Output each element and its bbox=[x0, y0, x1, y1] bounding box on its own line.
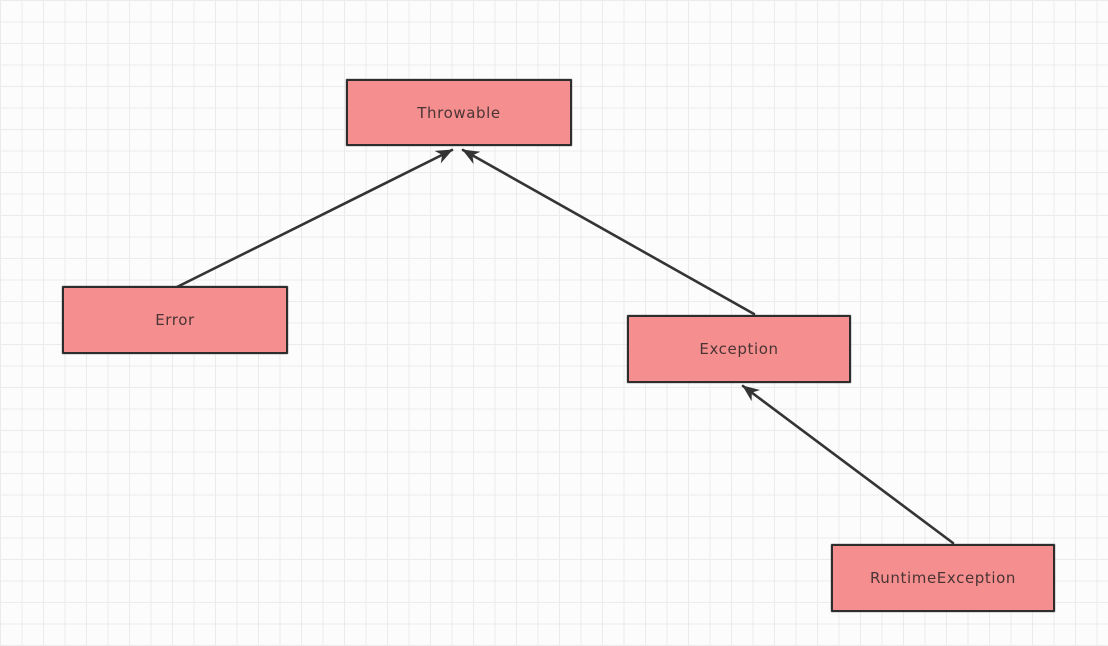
edge-error-to-throwable bbox=[175, 148, 454, 289]
node-error[interactable]: Error bbox=[62, 286, 288, 354]
node-runtimeexception-label: RuntimeException bbox=[869, 569, 1017, 587]
node-throwable-label: Throwable bbox=[417, 103, 501, 122]
node-runtimeexception[interactable]: RuntimeException bbox=[831, 544, 1055, 612]
node-exception[interactable]: Exception bbox=[627, 315, 851, 383]
node-error-label: Error bbox=[155, 311, 195, 329]
node-throwable[interactable]: Throwable bbox=[346, 79, 572, 146]
edge-runtimeexception-to-exception bbox=[741, 384, 955, 545]
node-exception-label: Exception bbox=[699, 340, 779, 358]
edge-exception-to-throwable bbox=[461, 148, 756, 316]
